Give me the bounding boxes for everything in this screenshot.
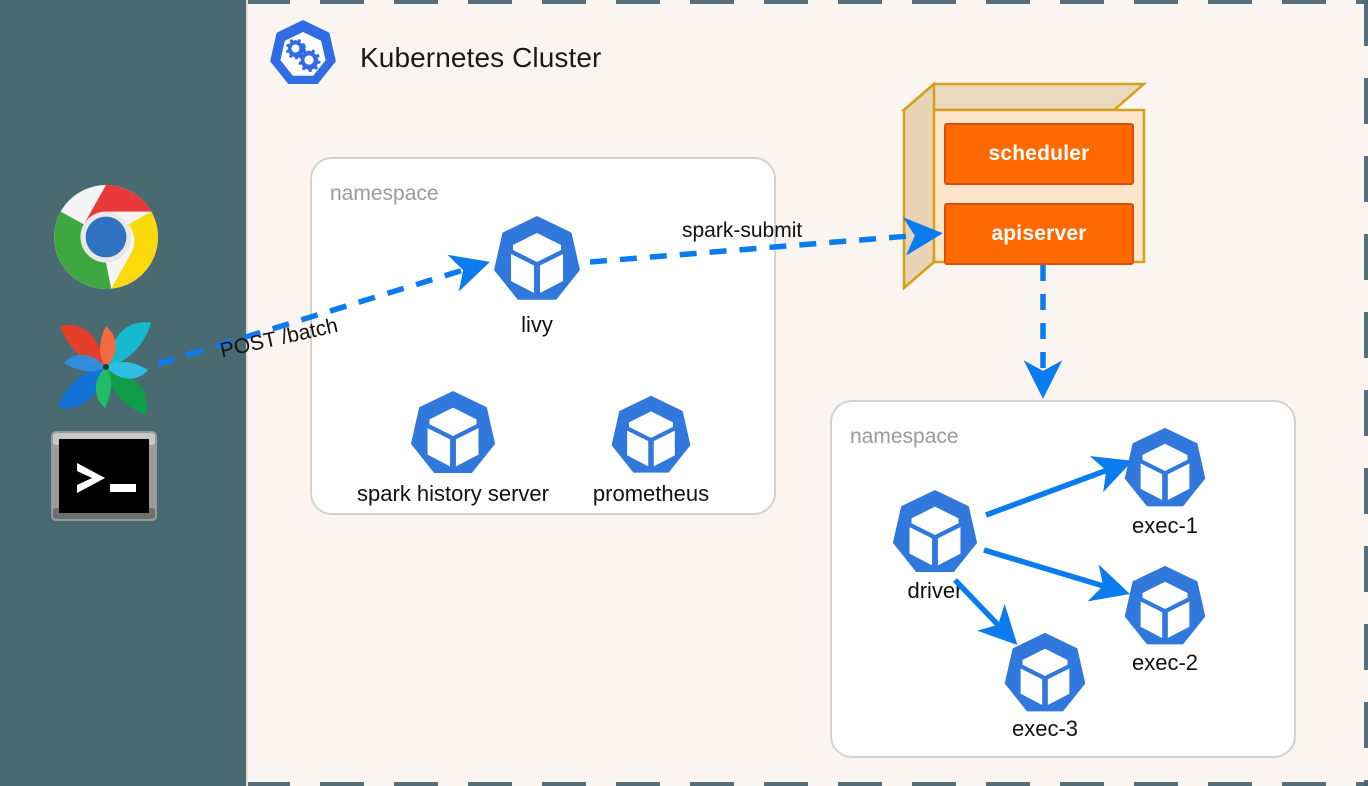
canvas-left-border [246, 0, 248, 786]
canvas-right-border [1364, 0, 1368, 786]
pod-livy[interactable] [489, 213, 585, 314]
edge-label-spark-submit: spark-submit [682, 219, 803, 242]
pod-label-driver: driver [907, 578, 963, 603]
pod-spark-history-server[interactable] [406, 388, 500, 487]
control-plane-apiserver[interactable]: apiserver [944, 203, 1134, 265]
pod-label-spark-history-server: spark history server [357, 481, 549, 506]
pod-exec-2[interactable] [1120, 563, 1210, 658]
pod-label-exec-3: exec-3 [1011, 716, 1079, 741]
kubernetes-icon [266, 18, 340, 97]
canvas-bottom-border [246, 782, 1368, 786]
control-plane-box: scheduler apiserver [898, 81, 1160, 297]
pod-label-livy: livy [521, 312, 553, 337]
pod-label-exec-1: exec-1 [1131, 513, 1199, 538]
pod-label-prometheus: prometheus [592, 481, 710, 506]
chrome-icon[interactable] [52, 184, 160, 295]
pod-exec-3[interactable] [1000, 630, 1090, 725]
pod-prometheus[interactable] [607, 393, 695, 486]
application-dock [0, 0, 246, 786]
namespace-label-livy: namespace [330, 182, 439, 205]
namespace-label-spark: namespace [850, 425, 959, 448]
control-plane-scheduler[interactable]: scheduler [944, 123, 1134, 185]
pod-label-exec-2: exec-2 [1131, 650, 1199, 675]
cluster-header: Kubernetes Cluster [266, 18, 601, 97]
pod-exec-1[interactable] [1120, 425, 1210, 520]
page-title: Kubernetes Cluster [360, 41, 602, 73]
canvas-top-border [246, 0, 1368, 4]
pod-driver[interactable] [888, 487, 982, 586]
terminal-icon[interactable] [50, 430, 158, 527]
airflow-icon[interactable] [50, 312, 162, 427]
